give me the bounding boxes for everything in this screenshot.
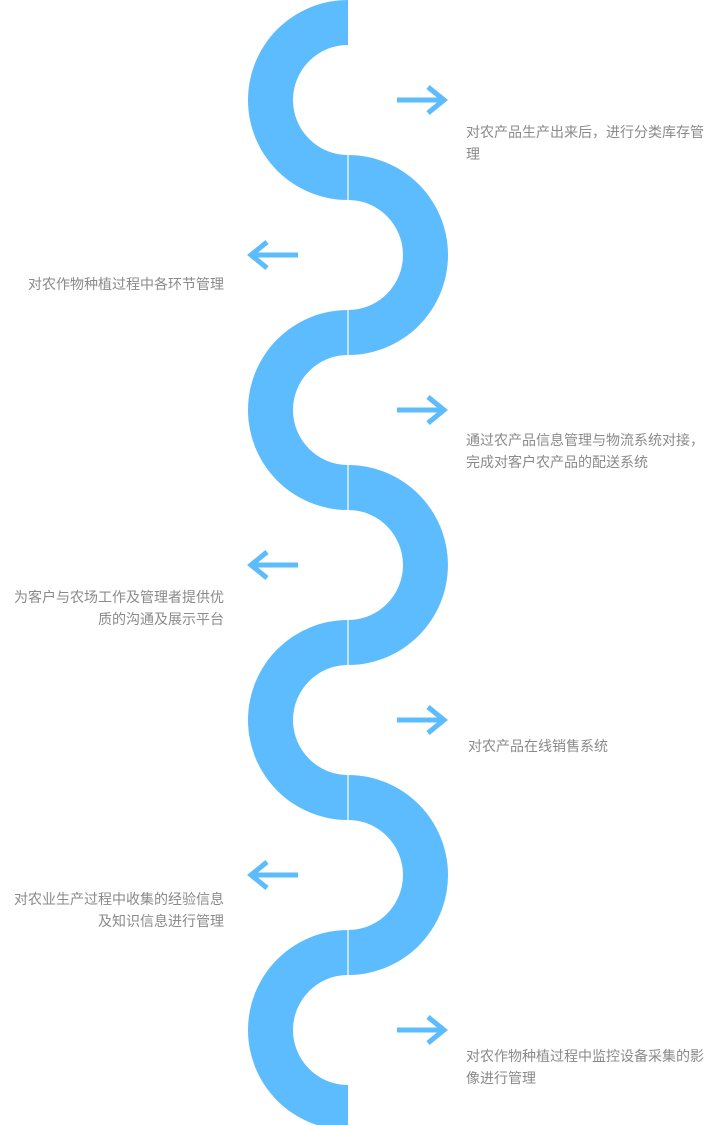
arrow-group (247, 85, 448, 1045)
wave-segment-6 (348, 775, 448, 975)
wave-segment-5 (248, 620, 348, 820)
wave-segment-2 (348, 155, 448, 355)
serpentine-wave (248, 0, 448, 1125)
step-label-3: 通过农产品信息管理与物流系统对接，完成对客户农产品的配送系统 (466, 433, 704, 471)
step-label-7: 对农作物种植过程中监控设备采集的影像进行管理 (466, 1049, 704, 1087)
step-label-4: 为客户与农场工作及管理者提供优质的沟通及展示平台 (14, 590, 224, 628)
step-label-1: 对农产品生产出来后，进行分类库存管理 (466, 125, 704, 163)
arrow-left-icon (247, 860, 298, 890)
arrow-right-icon (397, 1015, 448, 1045)
step-label-6: 对农业生产过程中收集的经验信息及知识信息进行管理 (14, 892, 224, 930)
arrow-right-icon (397, 395, 448, 425)
wave-segment-4 (348, 465, 448, 665)
arrow-right-icon (397, 705, 448, 735)
step-label-2: 对农作物种植过程中各环节管理 (28, 277, 224, 293)
arrow-left-icon (247, 550, 298, 580)
arrow-right-icon (397, 85, 448, 115)
wave-segment-1 (248, 0, 348, 200)
arrow-left-icon (247, 240, 298, 270)
wave-segment-7 (248, 930, 348, 1125)
step-label-5: 对农产品在线销售系统 (468, 739, 608, 755)
wave-segment-3 (248, 310, 348, 510)
